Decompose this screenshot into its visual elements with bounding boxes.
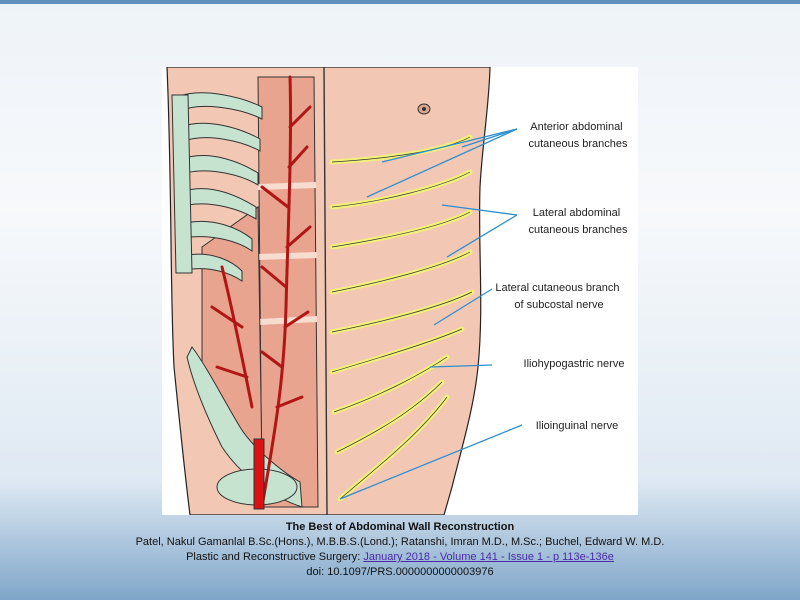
femoral-artery bbox=[253, 438, 265, 510]
caption-authors: Patel, Nakul Gamanlal B.Sc.(Hons.), M.B.… bbox=[135, 536, 665, 548]
caption-title: The Best of Abdominal Wall Reconstructio… bbox=[285, 521, 515, 533]
top-rule bbox=[0, 0, 800, 4]
label-lateral-cutaneous: Lateral abdominal cutaneous branches bbox=[528, 207, 628, 236]
leader-lines bbox=[339, 128, 523, 500]
abdominal-wall-illustration: Anterior abdominal cutaneous branches La… bbox=[166, 67, 628, 515]
label-iliohypogastric: Iliohypogastric nerve bbox=[524, 358, 625, 370]
figure-caption: The Best of Abdominal Wall Reconstructio… bbox=[0, 520, 800, 580]
caption-doi: doi: 10.1097/PRS.0000000000003976 bbox=[306, 566, 494, 578]
label-anterior-cutaneous: Anterior abdominal cutaneous branches bbox=[528, 121, 628, 150]
caption-journal: Plastic and Reconstructive Surgery: Janu… bbox=[0, 550, 800, 565]
label-subcostal: Lateral cutaneous branch of subcostal ne… bbox=[495, 282, 622, 311]
linea-alba bbox=[323, 67, 328, 515]
label-ilioinguinal: Ilioinguinal nerve bbox=[536, 420, 619, 432]
rib-cage bbox=[171, 92, 263, 282]
anatomy-figure: Anterior abdominal cutaneous branches La… bbox=[162, 67, 638, 515]
issue-link[interactable]: January 2018 - Volume 141 - Issue 1 - p … bbox=[363, 551, 614, 563]
epigastric-arteries bbox=[210, 75, 312, 509]
pelvis bbox=[186, 346, 303, 508]
rectus-muscle bbox=[257, 76, 319, 508]
caption-journal-prefix: Plastic and Reconstructive Surgery: bbox=[186, 551, 364, 563]
